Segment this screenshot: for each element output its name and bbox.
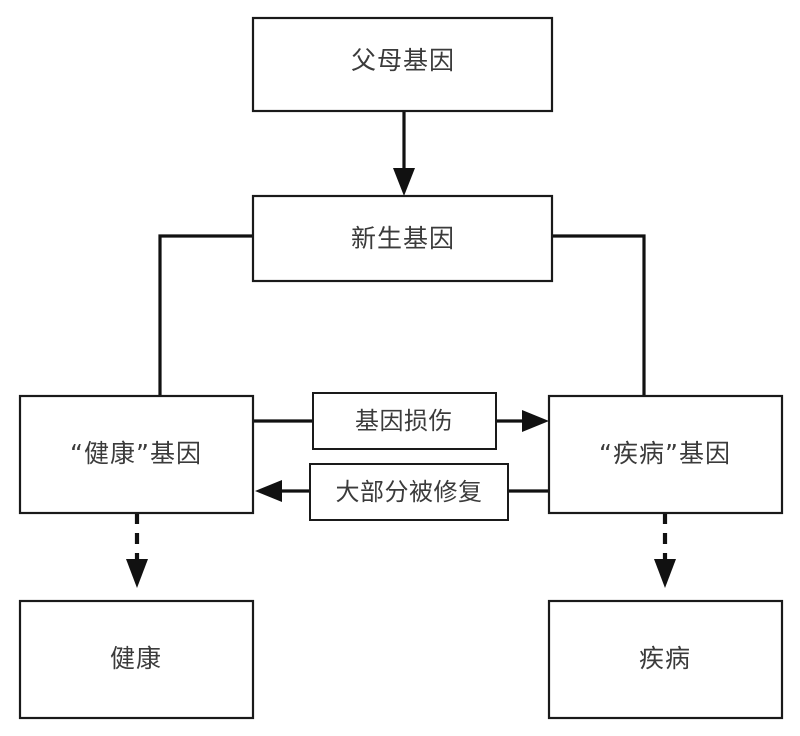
node-label: 新生基因 (351, 224, 455, 253)
edge-disease-to-disease-outcome (654, 513, 676, 588)
node-box (547, 394, 784, 515)
arrow-head-icon (654, 559, 676, 588)
edge-parental-to-newborn (393, 111, 415, 196)
edge-line (552, 234, 646, 396)
node-box (547, 599, 784, 720)
node-healthy-genes[interactable]: “健康”基因 (18, 394, 255, 515)
arrow-head-icon (393, 168, 415, 196)
node-label: “健康”基因 (70, 439, 202, 468)
edge-gene-damage-to-disease (496, 410, 549, 432)
edge-healthy-to-health (126, 513, 148, 588)
node-health[interactable]: 健康 (18, 599, 255, 720)
node-label: “疾病”基因 (599, 439, 731, 468)
node-newborn-genes[interactable]: 新生基因 (251, 194, 554, 283)
edge-newborn-to-disease (552, 234, 646, 396)
edge-label-box (312, 392, 497, 450)
node-label: 父母基因 (351, 46, 455, 75)
edge-label-text: 大部分被修复 (336, 478, 483, 506)
node-parental-genes[interactable]: 父母基因 (251, 16, 554, 113)
node-box (251, 16, 554, 113)
node-label: 健康 (110, 644, 162, 673)
edge-label-mostly-repaired[interactable]: 大部分被修复 (309, 463, 509, 521)
edge-label-gene-damage[interactable]: 基因损伤 (312, 392, 497, 450)
edge-mostly-repaired-to-healthy (255, 480, 310, 502)
arrow-head-icon (255, 480, 282, 502)
node-box (251, 194, 554, 283)
node-disease[interactable]: 疾病 (547, 599, 784, 720)
arrow-head-icon (126, 559, 148, 588)
arrow-head-icon (522, 410, 549, 432)
edge-label-box (309, 463, 509, 521)
node-disease-genes[interactable]: “疾病”基因 (547, 394, 784, 515)
edge-label-text: 基因损伤 (355, 407, 453, 435)
edge-line (158, 234, 253, 396)
node-label: 疾病 (639, 644, 691, 673)
node-box (18, 599, 255, 720)
node-box (18, 394, 255, 515)
edge-newborn-to-healthy (158, 234, 253, 396)
